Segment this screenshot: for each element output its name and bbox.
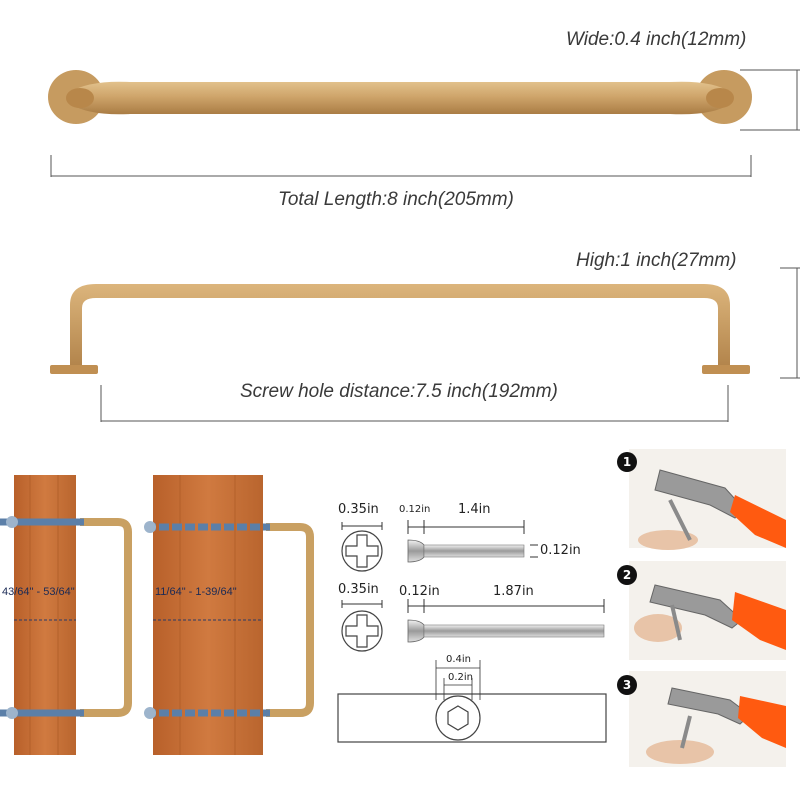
short-screw-length: 1.4in — [458, 502, 491, 517]
screw-hole-bracket — [100, 385, 729, 422]
high-dimension-bracket — [780, 267, 800, 379]
handle-side-view — [50, 284, 750, 374]
high-label: High:1 inch(27mm) — [576, 250, 737, 271]
wide-dimension-bracket — [740, 69, 800, 131]
long-screw-head-diameter: 0.35in — [338, 582, 379, 597]
total-length-label: Total Length:8 inch(205mm) — [278, 189, 514, 210]
wood-mount-2 — [144, 475, 314, 755]
long-screw-length: 1.87in — [493, 584, 534, 599]
wood-mount-1 — [0, 475, 132, 755]
screw-hole-label: Screw hole distance:7.5 inch(192mm) — [240, 381, 558, 402]
socket-diagram — [337, 660, 607, 743]
short-screw — [341, 520, 538, 572]
handle-top-view — [48, 70, 752, 124]
step-3-badge: 3 — [617, 675, 637, 695]
long-screw-head-height: 0.12in — [399, 584, 440, 599]
plier-step-3-illustration — [629, 671, 786, 767]
step-2-badge: 2 — [617, 565, 637, 585]
socket-inner-diameter: 0.2in — [448, 672, 474, 683]
thickness-range-2: 11/64" - 1-39/64" — [155, 586, 237, 598]
plier-step-1-illustration — [629, 449, 786, 550]
wide-label: Wide:0.4 inch(12mm) — [566, 29, 747, 50]
short-screw-thread-diameter: 0.12in — [540, 543, 581, 558]
thickness-range-1: 43/64" - 53/64" — [2, 586, 75, 598]
long-screw — [341, 599, 605, 652]
total-length-bracket — [50, 155, 752, 177]
short-screw-head-height: 0.12in — [399, 504, 431, 515]
plier-step-2-illustration — [629, 561, 786, 660]
socket-outer-diameter: 0.4in — [446, 654, 472, 665]
short-screw-head-diameter: 0.35in — [338, 502, 379, 517]
step-1-badge: 1 — [617, 452, 637, 472]
